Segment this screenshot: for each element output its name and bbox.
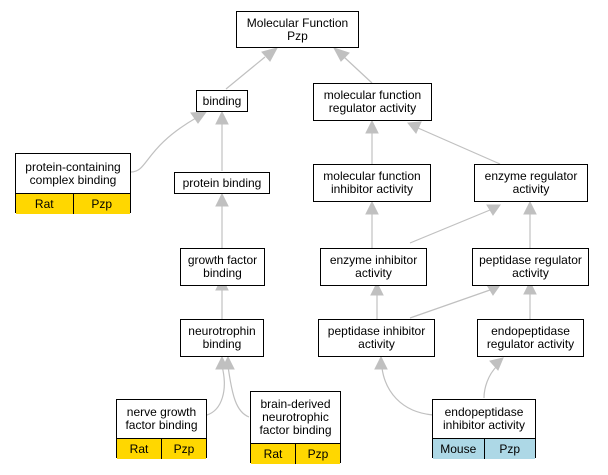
node-mf-inhibitor-activity-label: molecular function inhibitor activity bbox=[323, 169, 421, 196]
node-mf-regulator-activity-label: molecular function regulator activity bbox=[323, 88, 422, 115]
annotation-row-protein-complex-binding: Rat Pzp bbox=[16, 194, 130, 214]
node-growth-factor-binding-label: growth factor binding bbox=[187, 253, 258, 280]
node-bdnf-binding-text: brain-derived neurotrophic factor bindin… bbox=[259, 397, 332, 437]
gene-pzp[interactable]: Pzp bbox=[72, 194, 131, 214]
edge-enzyme-regulator-to-mf-regulator bbox=[417, 127, 501, 165]
node-ngf-binding[interactable]: nerve growth factor binding Rat Pzp bbox=[116, 399, 207, 459]
node-binding-label: binding bbox=[202, 93, 242, 108]
node-neurotrophin-binding-label: neurotrophin binding bbox=[188, 324, 256, 351]
node-bdnf-binding[interactable]: brain-derived neurotrophic factor bindin… bbox=[250, 391, 341, 464]
node-endopeptidase-inhibitor-label: endopeptidase inhibitor activity bbox=[433, 400, 535, 439]
node-bdnf-binding-label: brain-derived neurotrophic factor bindin… bbox=[251, 392, 340, 444]
node-growth-factor-binding[interactable]: growth factor binding bbox=[180, 248, 265, 286]
node-protein-binding-label: protein binding bbox=[182, 175, 262, 190]
edge-enzyme-inhibitor-to-enzyme-regulator bbox=[409, 209, 491, 244]
node-endopeptidase-regulator-activity[interactable]: endopeptidase regulator activity bbox=[477, 319, 584, 357]
node-protein-complex-binding[interactable]: protein-containing complex binding Rat P… bbox=[15, 153, 131, 214]
arrowhead-endopeptidase-inhibitor-to-peptidase-inhibitor bbox=[374, 355, 388, 370]
node-molecular-function[interactable]: Molecular Function Pzp bbox=[236, 11, 359, 48]
node-ngf-binding-label: nerve growth factor binding bbox=[117, 400, 206, 439]
node-enzyme-inhibitor-activity[interactable]: enzyme inhibitor activity bbox=[320, 248, 427, 286]
edge-bdnf-to-neurotrophin bbox=[227, 365, 250, 418]
edge-mf-regulator-to-molecular-function bbox=[343, 56, 373, 84]
edge-endopeptidase-inhibitor-to-endopeptidase-regulator bbox=[483, 365, 498, 399]
node-protein-complex-binding-label: protein-containing complex binding bbox=[16, 154, 130, 194]
arrowhead-binding-to-molecular-function bbox=[261, 47, 278, 62]
node-protein-complex-binding-text: protein-containing complex binding bbox=[25, 159, 121, 187]
node-endopeptidase-inhibitor-text: endopeptidase inhibitor activity bbox=[442, 405, 526, 432]
edge-binding-to-molecular-function bbox=[225, 56, 266, 90]
node-peptidase-regulator-activity[interactable]: peptidase regulator activity bbox=[472, 248, 589, 286]
arrowhead-enzyme-inhibitor-to-mf-inhibitor bbox=[365, 200, 379, 215]
species-mouse[interactable]: Mouse bbox=[440, 442, 477, 456]
edge-peptidase-inhibitor-to-peptidase-regulator bbox=[409, 289, 491, 319]
species-rat[interactable]: Rat bbox=[129, 442, 149, 456]
arrowhead-protein-binding-to-binding bbox=[215, 110, 229, 125]
arrowhead-peptidase-regulator-to-enzyme-regulator bbox=[523, 200, 537, 215]
node-enzyme-inhibitor-activity-label: enzyme inhibitor activity bbox=[329, 253, 418, 280]
edge-protein-complex-binding-to-binding bbox=[130, 117, 197, 173]
gene-pzp[interactable]: Pzp bbox=[295, 444, 340, 464]
species-rat[interactable]: Rat bbox=[34, 197, 54, 211]
gene-pzp[interactable]: Pzp bbox=[161, 439, 206, 459]
arrowhead-peptidase-inhibitor-to-enzyme-inhibitor bbox=[370, 281, 384, 296]
node-peptidase-inhibitor-activity[interactable]: peptidase inhibitor activity bbox=[318, 319, 435, 357]
edge-ngf-to-neurotrophin bbox=[206, 365, 225, 416]
arrowhead-endopeptidase-inhibitor-to-endopeptidase-regulator bbox=[489, 357, 504, 371]
node-mf-inhibitor-activity[interactable]: molecular function inhibitor activity bbox=[313, 164, 431, 202]
node-neurotrophin-binding[interactable]: neurotrophin binding bbox=[180, 319, 264, 357]
node-molecular-function-label: Molecular Function Pzp bbox=[246, 15, 349, 43]
node-binding[interactable]: binding bbox=[196, 90, 248, 112]
node-mf-regulator-activity[interactable]: molecular function regulator activity bbox=[313, 83, 432, 121]
arrowhead-mf-inhibitor-to-mf-regulator bbox=[365, 119, 379, 134]
arrowhead-bdnf-to-neurotrophin bbox=[221, 355, 235, 370]
node-ngf-binding-text: nerve growth factor binding bbox=[125, 405, 198, 432]
arrowhead-enzyme-inhibitor-to-enzyme-regulator bbox=[486, 204, 501, 216]
arrowhead-endopeptidase-regulator-to-peptidase-regulator bbox=[523, 280, 537, 295]
arrowhead-growth-factor-to-protein-binding bbox=[215, 192, 229, 207]
node-enzyme-regulator-activity[interactable]: enzyme regulator activity bbox=[474, 164, 588, 202]
arrowhead-enzyme-regulator-to-mf-regulator bbox=[407, 121, 422, 134]
arrowhead-protein-complex-binding-to-binding bbox=[190, 111, 208, 124]
edge-endopeptidase-inhibitor-to-peptidase-inhibitor bbox=[381, 367, 434, 416]
node-peptidase-inhibitor-activity-label: peptidase inhibitor activity bbox=[327, 324, 426, 351]
node-enzyme-regulator-activity-label: enzyme regulator activity bbox=[484, 169, 578, 196]
annotation-row-endopeptidase-inhibitor: Mouse Pzp bbox=[433, 439, 535, 459]
node-endopeptidase-inhibitor[interactable]: endopeptidase inhibitor activity Mouse P… bbox=[432, 399, 536, 459]
node-endopeptidase-regulator-activity-label: endopeptidase regulator activity bbox=[486, 324, 575, 351]
annotation-row-ngf-binding: Rat Pzp bbox=[117, 439, 206, 459]
node-protein-binding[interactable]: protein binding bbox=[174, 172, 270, 194]
annotation-row-bdnf-binding: Rat Pzp bbox=[251, 444, 340, 464]
species-rat[interactable]: Rat bbox=[263, 447, 283, 461]
node-peptidase-regulator-activity-label: peptidase regulator activity bbox=[479, 253, 582, 280]
arrowhead-mf-regulator-to-molecular-function bbox=[332, 47, 350, 62]
gene-pzp[interactable]: Pzp bbox=[483, 439, 536, 459]
